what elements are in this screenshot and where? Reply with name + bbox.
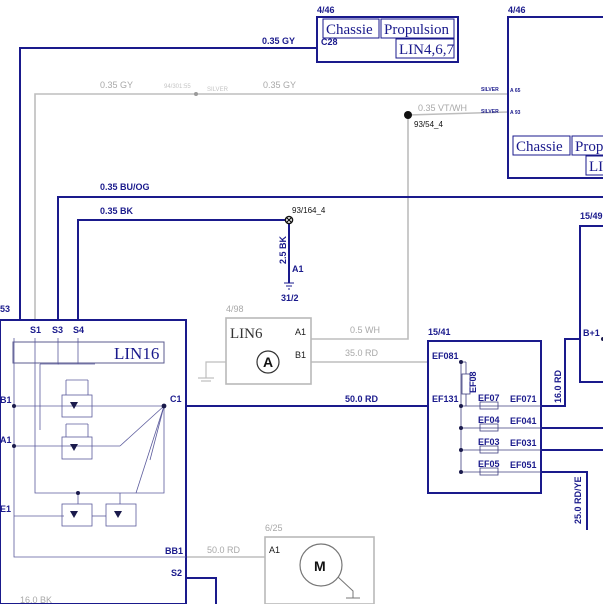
wire-label: 16.0 BK <box>20 595 52 604</box>
splice-label: SILVER <box>207 87 229 93</box>
wire-label: 2.5 BK <box>278 235 288 264</box>
lin16-pin: C1 <box>170 394 182 404</box>
lin16-pin: S4 <box>73 325 84 335</box>
grey-wires <box>34 92 509 558</box>
lin16-pin: BB1 <box>165 546 183 556</box>
fuse-label: EF03 <box>478 437 500 447</box>
right-module-pin: B+1 <box>583 328 600 338</box>
lin16-title: LIN16 <box>114 344 159 363</box>
chassis-propulsion-top <box>316 16 459 63</box>
node-label: 93/164_4 <box>292 206 326 215</box>
lin16-pin-left: E1 <box>0 504 11 514</box>
chassis-top-title-b: Propulsion <box>384 22 450 38</box>
chassis-right-subtitle: LIN <box>589 159 603 175</box>
splice-node-9354 <box>404 111 412 119</box>
lin16-pin: S1 <box>30 325 41 335</box>
wire-label: 50.0 RD <box>345 394 379 404</box>
lin6-symbol: A <box>263 354 273 370</box>
chassis-top-ref: 4/46 <box>317 5 335 15</box>
chassis-right-pin: A 93 <box>510 110 521 116</box>
fusebox-ref: 15/41 <box>428 327 451 337</box>
wire-label: 0.35 GY <box>100 80 133 90</box>
right-module-1549 <box>579 225 603 383</box>
wire-label: 0.5 WH <box>350 325 380 335</box>
wire-label: 0.35 GY <box>263 80 296 90</box>
motor-symbol-label: M <box>314 558 326 574</box>
wire-label: 25.0 RD/YE <box>573 476 583 524</box>
fuse-label: EF05 <box>478 459 500 469</box>
chassis-right-silver: SILVER <box>481 109 499 115</box>
actuator-symbol <box>256 350 280 374</box>
fuse-label: EF081 <box>432 351 459 361</box>
splice-label: 94/301:55 <box>164 84 191 90</box>
fuse-label: EF071 <box>510 394 537 404</box>
fuse-label: EF041 <box>510 416 537 426</box>
right-module-ref: 15/49 <box>580 211 603 221</box>
chassis-right-silver: SILVER <box>481 87 499 93</box>
lin6-ref: 4/98 <box>226 304 244 314</box>
pin-label: A1 <box>292 264 304 274</box>
chassis-top-subtitle: LIN4,6,7 <box>399 42 454 58</box>
wire-label: 0.35 GY <box>262 36 295 46</box>
fuse-label: EF051 <box>510 460 537 470</box>
ground-ref: 31/2 <box>281 293 299 303</box>
chassis-right-pin: A 65 <box>510 88 521 94</box>
chassis-right-ref: 4/46 <box>508 5 526 15</box>
lin6-pin: A1 <box>295 327 306 337</box>
lin16-pin: S2 <box>171 568 182 578</box>
node-label: 93/54_4 <box>414 120 443 129</box>
lin6-title: LIN6 <box>230 326 263 342</box>
lin6-module <box>225 317 312 385</box>
motor-symbol <box>299 543 343 587</box>
chassis-top-title-a: Chassie <box>326 22 373 38</box>
wire-label: 50.0 RD <box>207 545 241 555</box>
fuse-box <box>427 340 542 494</box>
fuse-label: EF031 <box>510 438 537 448</box>
motor-ref: 6/25 <box>265 523 283 533</box>
lin16-pin-left: B1 <box>0 395 12 405</box>
lin16-pin: S3 <box>52 325 63 335</box>
wire-label: 0.35 BK <box>100 206 134 216</box>
wire-label: 35.0 RD <box>345 348 379 358</box>
wire-label: 16.0 RD <box>553 369 563 403</box>
splice-dot <box>194 92 198 96</box>
lin6-pin: B1 <box>295 350 306 360</box>
chassis-top-pin: C28 <box>321 37 338 47</box>
chassis-propulsion-right <box>507 16 603 179</box>
motor-pin: A1 <box>269 545 280 555</box>
motor-module <box>264 536 375 604</box>
fuse-label: EF131 <box>432 394 459 404</box>
lin16-ref: 53 <box>0 304 10 314</box>
fuse-label: EF04 <box>478 415 500 425</box>
chassis-right-title-a: Chassie <box>516 139 563 155</box>
lin16-pin-left: A1 <box>0 435 12 445</box>
wire-label: 0.35 BU/OG <box>100 182 150 192</box>
chassis-right-title-b: Prop <box>575 139 603 155</box>
fuse-label: EF08 <box>468 371 478 393</box>
wire-label: 0.35 VT/WH <box>418 103 467 113</box>
lin16-module <box>0 319 187 604</box>
fuse-label: EF07 <box>478 393 500 403</box>
